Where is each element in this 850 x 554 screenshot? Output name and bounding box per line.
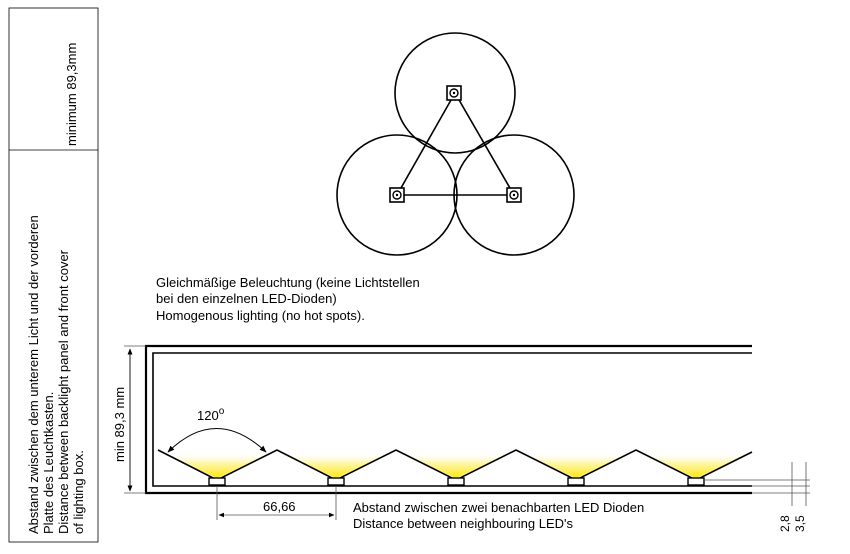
light-cone-2 xyxy=(279,452,393,478)
small-dimension-label-2: 3,5 xyxy=(793,515,807,532)
height-dimension-label: min 89,3 mm xyxy=(112,387,127,462)
led-1 xyxy=(208,477,226,486)
beam-angle-arc xyxy=(167,428,267,453)
small-dimension-label-1: 2,8 xyxy=(778,515,792,532)
distance-description-line-1: Abstand zwischen dem unterem Licht und d… xyxy=(26,215,41,534)
light-cone-4 xyxy=(519,452,633,478)
led-4 xyxy=(567,477,585,486)
led-left-icon xyxy=(389,187,405,203)
led-triangle xyxy=(395,91,516,196)
box-outer-wall xyxy=(144,344,752,495)
caption-line-2: bei den einzelnen LED-Dioden) xyxy=(156,291,337,306)
led-3 xyxy=(447,477,465,486)
lighting-caption: Gleichmäßige Beleuchtung (keine Lichtste… xyxy=(156,275,420,323)
led-top-icon xyxy=(446,85,462,101)
light-cones xyxy=(160,452,753,478)
led-5 xyxy=(687,477,705,486)
distance-description-line-4: of lighting box. xyxy=(71,450,86,534)
side-table-frame xyxy=(8,7,99,543)
box-inner-wall xyxy=(152,352,752,487)
distance-description-line-2: Platte des Leuchtkasten. xyxy=(41,392,56,534)
box-cross-section: min 89,3 mm 120o 66,66 Abstand zwischen … xyxy=(112,344,810,532)
distance-description: Abstand zwischen dem unterem Licht und d… xyxy=(26,215,86,534)
side-table: minimum 89,3mm Abstand zwischen dem unte… xyxy=(8,7,99,543)
led-right-icon xyxy=(506,187,522,203)
led-2 xyxy=(327,477,345,486)
beam-angle-label: 120o xyxy=(197,406,225,423)
caption-line-3: Homogenous lighting (no hot spots). xyxy=(156,308,365,323)
min-distance-label: minimum 89,3mm xyxy=(64,43,79,146)
distance-description-line-3: Distance between backlight panel and fro… xyxy=(56,249,71,534)
pitch-dimension-label: 66,66 xyxy=(263,499,296,514)
light-cone-3 xyxy=(399,452,513,478)
light-cone-5 xyxy=(639,452,753,478)
top-view-led-triangle xyxy=(336,32,575,256)
caption-line-1: Gleichmäßige Beleuchtung (keine Lichtste… xyxy=(156,275,420,290)
pitch-caption-line-2: Distance between neighbouring LED's xyxy=(353,516,574,531)
light-cone-1 xyxy=(160,452,274,478)
pitch-caption-line-1: Abstand zwischen zwei benachbarten LED D… xyxy=(353,500,644,515)
light-circle-top xyxy=(394,32,516,154)
